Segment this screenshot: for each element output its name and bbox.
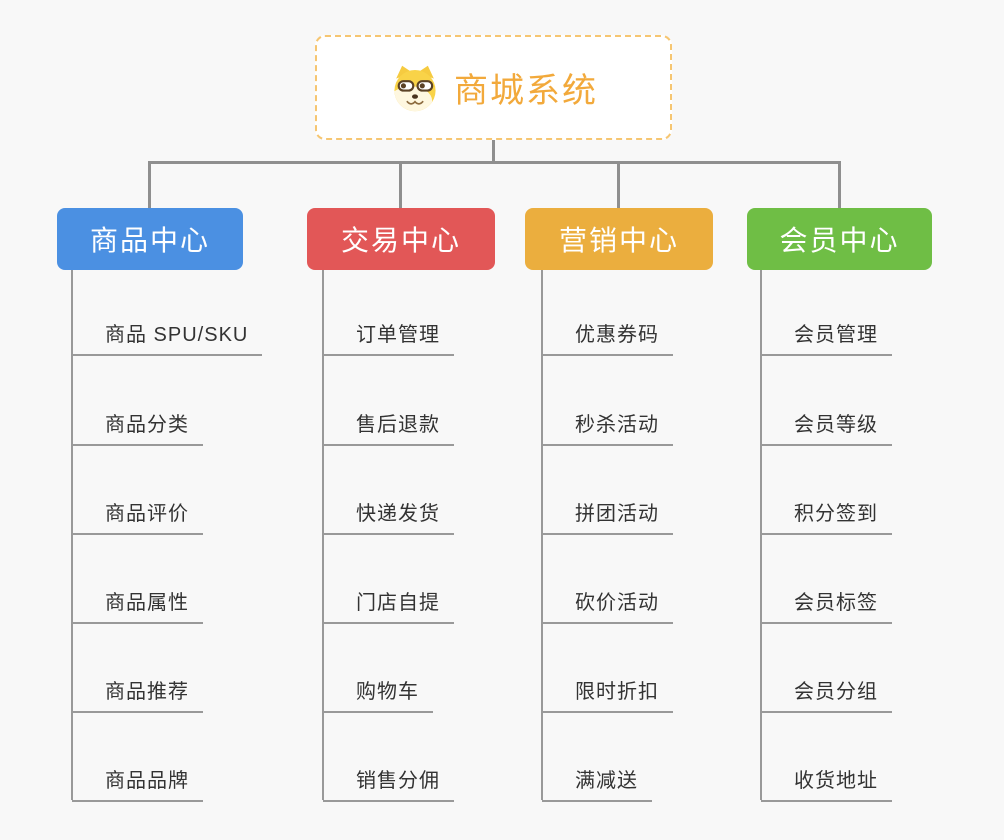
leaf-item[interactable]: 商品 SPU/SKU: [72, 321, 263, 356]
connector-root-drop: [492, 140, 495, 164]
leaf-item[interactable]: 会员等级: [761, 411, 892, 446]
branch-node-member-center[interactable]: 会员中心: [747, 208, 932, 270]
leaf-item[interactable]: 优惠券码: [542, 321, 673, 356]
leaf-item[interactable]: 限时折扣: [542, 678, 673, 713]
branch-spine: [760, 270, 762, 800]
branch-node-trade-center[interactable]: 交易中心: [307, 208, 495, 270]
leaf-item[interactable]: 售后退款: [323, 411, 454, 446]
leaf-item[interactable]: 购物车: [323, 678, 433, 713]
leaf-item[interactable]: 会员分组: [761, 678, 892, 713]
leaf-item[interactable]: 收货地址: [761, 767, 892, 802]
leaf-item[interactable]: 拼团活动: [542, 500, 673, 535]
branch-spine: [322, 270, 324, 800]
root-node[interactable]: 商城系统: [315, 35, 672, 140]
leaf-item[interactable]: 商品分类: [72, 411, 203, 446]
leaf-item[interactable]: 商品推荐: [72, 678, 203, 713]
leaf-item[interactable]: 秒杀活动: [542, 411, 673, 446]
leaf-item[interactable]: 商品属性: [72, 589, 203, 624]
leaf-item[interactable]: 会员管理: [761, 321, 892, 356]
root-title: 商城系统: [454, 72, 598, 110]
leaf-item[interactable]: 砍价活动: [542, 589, 673, 624]
branch-node-marketing-center[interactable]: 营销中心: [525, 208, 713, 270]
leaf-item[interactable]: 销售分佣: [323, 767, 454, 802]
connector-drop-branch-1: [148, 163, 151, 208]
branch-spine: [71, 270, 73, 800]
leaf-item[interactable]: 订单管理: [323, 321, 454, 356]
branch-node-product-center[interactable]: 商品中心: [57, 208, 243, 270]
leaf-item[interactable]: 快递发货: [323, 500, 454, 535]
connector-drop-branch-2: [399, 163, 402, 208]
connector-horizontal-bar: [148, 161, 841, 164]
leaf-item[interactable]: 会员标签: [761, 589, 892, 624]
branch-spine: [541, 270, 543, 800]
leaf-item[interactable]: 积分签到: [761, 500, 892, 535]
connector-drop-branch-4: [838, 163, 841, 208]
leaf-item[interactable]: 商品评价: [72, 500, 203, 535]
leaf-item[interactable]: 商品品牌: [72, 767, 203, 802]
leaf-item[interactable]: 门店自提: [323, 589, 454, 624]
leaf-item[interactable]: 满减送: [542, 767, 652, 802]
shiba-dog-icon: [389, 64, 441, 112]
connector-drop-branch-3: [617, 163, 620, 208]
